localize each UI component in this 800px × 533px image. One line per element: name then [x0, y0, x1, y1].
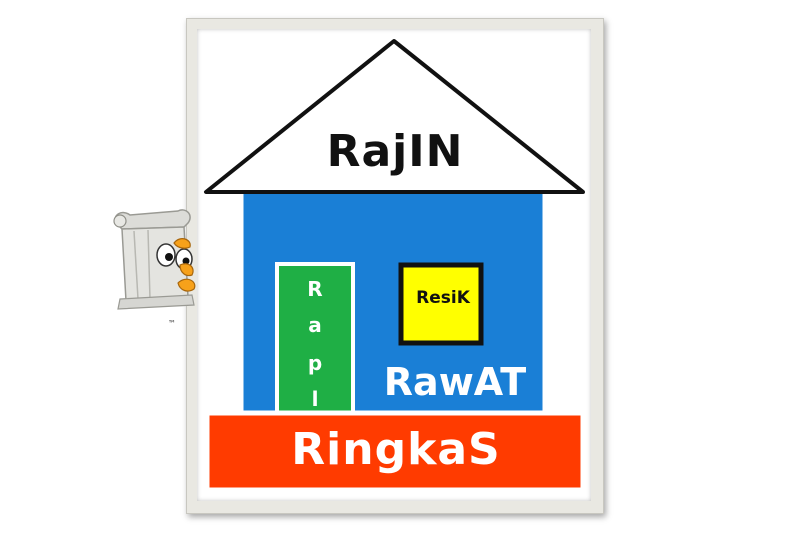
base-label: RingkaS: [291, 424, 501, 475]
trademark-symbol: ™: [168, 319, 176, 328]
door-letter-4: l: [311, 387, 319, 411]
house-roof: [204, 39, 585, 194]
house-door: [275, 262, 355, 422]
roof-label: RajIN: [326, 126, 464, 177]
house-window: [398, 262, 484, 346]
window-label: ResiK: [416, 288, 470, 308]
door-letter-3: p: [307, 351, 323, 375]
door-letter-1: R: [307, 277, 323, 301]
door-letter-2: a: [308, 313, 322, 337]
house-base: [204, 410, 586, 493]
mascot-character-icon: [113, 209, 196, 310]
wall-label: RawAT: [383, 360, 527, 404]
